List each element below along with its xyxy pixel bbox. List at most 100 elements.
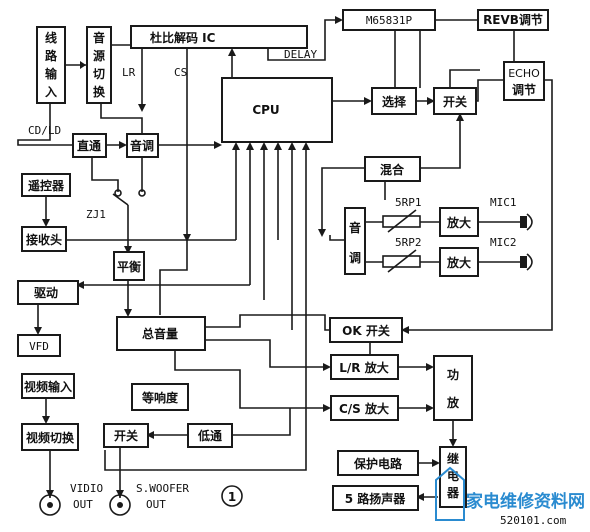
- cs-label: CS: [174, 66, 187, 79]
- m65831p-label: M65831P: [366, 14, 413, 27]
- relay-char-1: 继: [447, 451, 459, 466]
- line-input-char-1: 线: [45, 30, 57, 45]
- cd-ld-label: CD/LD: [28, 124, 61, 137]
- receiver-label: 接收头: [26, 232, 62, 247]
- line-input-char-2: 路: [45, 48, 58, 63]
- mic2-label: MIC2: [490, 236, 517, 249]
- switch1-label: 开关: [443, 94, 467, 109]
- revb-label: REVB调节: [483, 12, 543, 27]
- driver-block: 驱动: [17, 280, 79, 305]
- vfd-label: VFD: [29, 340, 49, 353]
- tone2-char-1: 音: [349, 220, 361, 235]
- bypass-label: 直通: [77, 138, 101, 153]
- switch2-block: 开关: [103, 423, 149, 448]
- cpu-block: CPU: [221, 77, 333, 143]
- woofer-out-label-1: S.WOOFER: [136, 482, 189, 495]
- switch2-label: 开关: [114, 428, 138, 443]
- echo-label-2: 调节: [512, 82, 536, 97]
- mix-block: 混合: [364, 156, 421, 182]
- mix-label: 混合: [380, 162, 405, 177]
- loudness-label: 等响度: [141, 390, 179, 405]
- source-switch-char-2: 源: [93, 48, 105, 63]
- woofer-out-jack-icon: S.WOOFER OUT: [109, 482, 189, 516]
- revb-block: REVB调节: [477, 9, 549, 31]
- lr-amp-label: L/R 放大: [339, 360, 388, 375]
- amp2-block: 放大: [439, 247, 479, 277]
- source-switch-char-3: 切: [93, 67, 105, 81]
- cs-amp-label: C/S 放大: [339, 401, 389, 416]
- loudness-block: 等响度: [131, 383, 189, 411]
- source-switch-char-4: 换: [93, 84, 106, 99]
- amp2-label: 放大: [446, 255, 471, 270]
- rp2-label: 5RP2: [395, 236, 422, 249]
- power-amp-char-1: 功: [447, 367, 459, 382]
- watermark-text: 家电维修资料网: [466, 491, 585, 512]
- balance-block: 平衡: [113, 251, 145, 281]
- mic1-icon: [520, 213, 533, 231]
- line-input-block: 线 路 输 入: [36, 26, 66, 104]
- cs-amp-block: C/S 放大: [330, 395, 399, 421]
- protect-label: 保护电路: [353, 456, 403, 471]
- ok-switch-block: OK 开关: [329, 317, 403, 343]
- resistor-5rp2: 5RP2: [382, 236, 422, 273]
- protect-block: 保护电路: [337, 450, 419, 476]
- master-volume-block: 总音量: [116, 316, 206, 351]
- resistor-5rp1: 5RP1: [382, 196, 422, 233]
- driver-label: 驱动: [34, 286, 58, 300]
- echo-label-1: ECHO: [508, 67, 540, 80]
- receiver-block: 接收头: [21, 226, 67, 252]
- video-input-label: 视频输入: [24, 379, 72, 394]
- master-volume-label: 总音量: [142, 326, 178, 341]
- zj1-label: ZJ1: [86, 208, 106, 221]
- bypass-block: 直通: [72, 133, 107, 158]
- cpu-label: CPU: [252, 103, 279, 117]
- lowpass-block: 低通: [187, 423, 233, 448]
- amp1-block: 放大: [439, 207, 479, 237]
- select-label: 选择: [382, 94, 407, 109]
- select-block: 选择: [371, 87, 417, 115]
- mic2-icon: [520, 253, 533, 271]
- line-input-char-4: 入: [45, 85, 57, 99]
- balance-label: 平衡: [117, 259, 141, 274]
- dolby-decoder-block: 杜比解码 IC: [130, 25, 308, 49]
- zj1-switch: [114, 189, 146, 197]
- switch1-block: 开关: [433, 87, 477, 115]
- relay-char-2: 电: [447, 468, 459, 483]
- vfd-block: VFD: [17, 334, 61, 357]
- tone2-char-2: 调: [349, 251, 361, 265]
- lr-label: LR: [122, 66, 136, 79]
- remote-block: 遥控器: [21, 173, 71, 197]
- tone-label: 音调: [130, 138, 154, 153]
- line-input-char-3: 输: [45, 66, 58, 81]
- watermark-url: 520101.com: [500, 514, 567, 527]
- tone2-block: 音 调: [344, 207, 366, 275]
- speakers-label: 5 路扬声器: [345, 491, 407, 506]
- arrowheads: [34, 16, 464, 501]
- delay-label: DELAY: [284, 48, 317, 61]
- house-logo-icon: [435, 466, 465, 521]
- woofer-out-label-2: OUT: [146, 498, 166, 511]
- video-out-label-1: VIDIO: [70, 482, 103, 495]
- video-out-jack-icon: VIDIO OUT: [39, 482, 103, 516]
- echo-block: ECHO 调节: [503, 61, 545, 101]
- source-switch-char-1: 音: [93, 30, 105, 45]
- speakers-block: 5 路扬声器: [332, 485, 419, 511]
- lr-amp-block: L/R 放大: [330, 354, 399, 380]
- lowpass-label: 低通: [197, 428, 222, 443]
- relay-block: 继 电 器: [439, 446, 467, 508]
- power-amp-char-2: 放: [446, 395, 460, 410]
- amp1-label: 放大: [446, 215, 471, 230]
- power-amp-block: 功 放: [433, 355, 473, 421]
- ok-switch-label: OK 开关: [342, 323, 390, 338]
- tone-block: 音调: [126, 133, 159, 158]
- video-switch-block: 视频切换: [21, 423, 79, 451]
- relay-char-3: 器: [446, 486, 460, 500]
- remote-label: 遥控器: [28, 178, 65, 193]
- watermark: 家电维修资料网 520101.com: [435, 466, 585, 527]
- video-out-label-2: OUT: [73, 498, 93, 511]
- mic1-label: MIC1: [490, 196, 517, 209]
- figure-number: 1: [221, 485, 243, 507]
- video-input-block: 视频输入: [21, 373, 75, 399]
- video-switch-label: 视频切换: [26, 430, 75, 445]
